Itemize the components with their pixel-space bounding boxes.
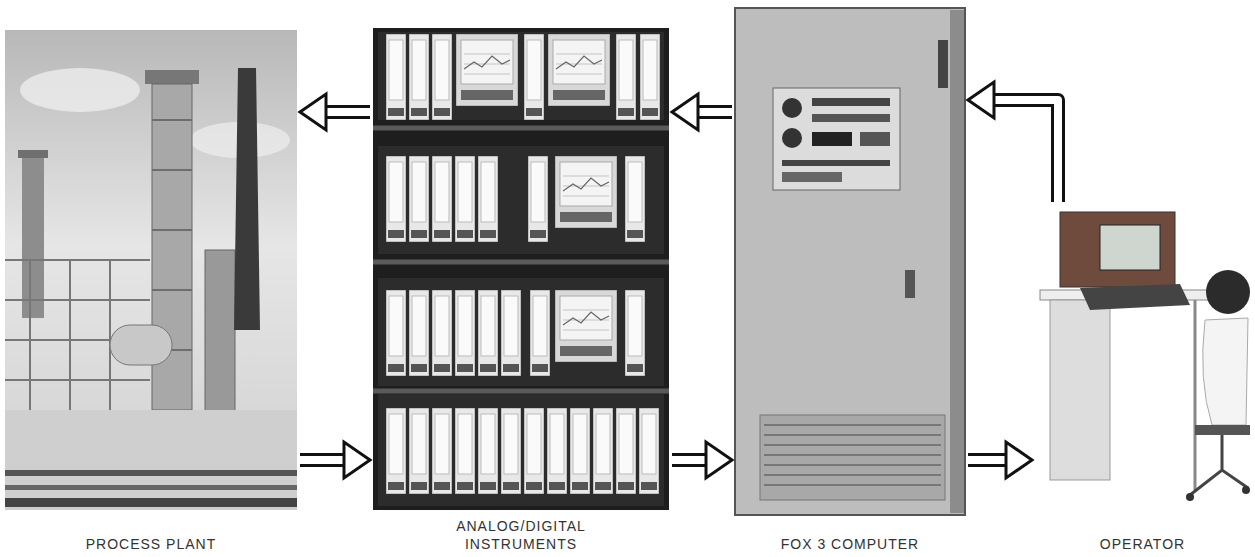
picture-panel: ANALOG/DIGITAL INSTRUMENTS [373,28,669,557]
instrument-rack [373,28,669,510]
operator-console [1040,212,1250,501]
process-plant-photo [5,30,297,510]
arrow-shaft [696,108,732,116]
arrow-head [344,442,370,478]
arrow-shaft [992,100,1058,202]
picture-caption: ANALOG/DIGITAL INSTRUMENTS [444,517,598,553]
picture-panel: FOX 3 COMPUTER [735,8,965,557]
arrow-head [968,82,994,118]
picture-panel: OPERATOR [1035,205,1250,557]
picture-caption: PROCESS PLANT [84,535,218,553]
arrow-shaft-outline [672,453,708,467]
flow-arrow [968,82,1058,202]
arrow-shaft-outline [324,105,370,119]
arrow-head [706,442,732,478]
arrow-shaft [324,108,370,116]
flow-arrow [672,442,732,478]
arrow-shaft-outline [992,100,1058,202]
flow-arrow [300,442,370,478]
arrow-shaft [300,456,346,464]
arrow-head [672,94,698,130]
flow-arrow [968,442,1032,478]
arrow-head [1006,442,1032,478]
picture-caption: OPERATOR [1098,535,1187,553]
picture-panel: PROCESS PLANT [5,30,297,557]
flow-arrow [672,94,732,130]
arrow-head [300,94,326,130]
arrow-shaft-outline [696,105,732,119]
arrow-shaft [968,456,1008,464]
flow-arrow [300,94,370,130]
arrow-shaft [672,456,708,464]
computer-cabinet [735,8,965,515]
arrow-shaft-outline [968,453,1008,467]
arrow-shaft-outline [300,453,346,467]
picture-caption: FOX 3 COMPUTER [779,535,921,553]
